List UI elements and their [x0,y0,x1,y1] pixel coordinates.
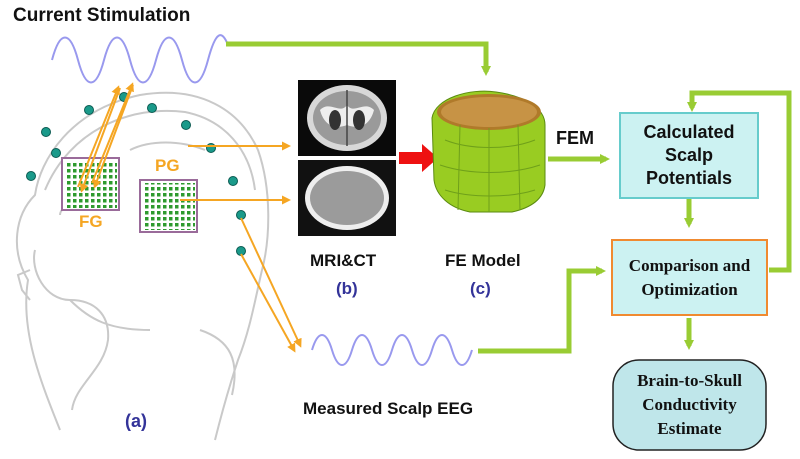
green-arrows [226,41,792,354]
estimate-line-3: Estimate [657,419,722,438]
orange-arrows [77,82,302,353]
calculated-scalp-potentials-box: Calculated Scalp Potentials [620,113,758,198]
calculated-line-2: Scalp [664,145,714,165]
fg-label: FG [79,212,103,231]
ct-image [298,160,396,236]
comparison-line-2: Optimization [641,279,738,299]
eeg-waveform [311,334,473,366]
comparison-line-1: Comparison and [628,255,751,275]
red-arrow [399,144,438,172]
estimate-box-shape [612,359,767,451]
stimulation-waveform [51,34,229,84]
fe-model-label: FE Model [445,251,521,270]
panel-b-label: (b) [336,279,358,298]
calculated-box-shape [619,112,759,199]
estimate-line-1: Brain-to-Skull [637,371,742,390]
panel-a-label: (a) [125,411,147,431]
current-stimulation-label: Current Stimulation [13,5,191,26]
conductivity-estimate-box: Brain-to-Skull Conductivity Estimate [613,360,766,450]
mri-ct-label: MRI&CT [310,251,377,270]
comparison-optimization-box: Comparison and Optimization [612,240,767,315]
mri-image [298,80,396,156]
pg-electrode-grid [139,179,198,233]
fem-label: FEM [556,128,594,148]
calculated-line-3: Potentials [645,168,733,188]
estimate-line-2: Conductivity [642,395,737,414]
calculated-line-1: Calculated [643,122,735,142]
comparison-box-shape [611,239,768,316]
measured-eeg-label: Measured Scalp EEG [303,399,474,418]
panel-c-label: (c) [470,279,491,298]
head-illustration [15,91,270,441]
fe-model-image [431,90,546,213]
electrode-dots [26,92,246,256]
pg-label: PG [155,156,180,175]
